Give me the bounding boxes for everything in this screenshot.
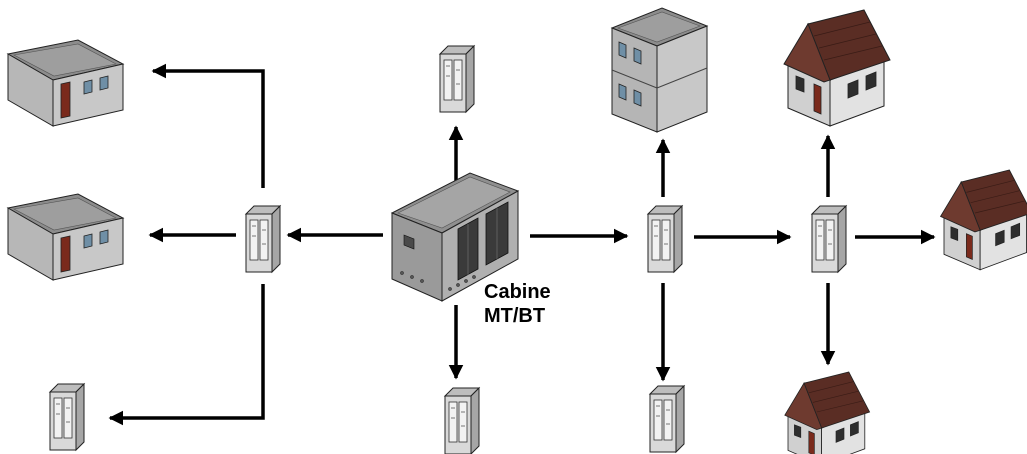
distribution-cabinet-icon [245,205,281,273]
substation-label: Cabine MT/BT [484,280,551,328]
distribution-cabinet-icon [49,383,85,451]
house-icon [783,9,891,127]
substation-icon [390,172,520,302]
arrow-left-cabinet-to-bottom-cabinet [108,284,265,426]
house-icon [784,371,870,454]
substation-label-line2: MT/BT [484,305,546,327]
distribution-cabinet-icon [647,205,683,273]
flat-roof-building-icon [7,193,124,281]
substation-label-line1: Cabine [484,281,551,303]
distribution-cabinet-icon [439,45,475,113]
arrow-left-cabinet-to-top-building [151,63,265,188]
flow-arrows [108,63,936,426]
two-storey-building-icon [611,7,708,133]
distribution-cabinet-icon [444,387,480,454]
distribution-cabinet-icon [649,385,685,453]
house-icon [940,169,1027,271]
distribution-cabinet-icon [811,205,847,273]
flat-roof-building-icon [7,39,124,127]
